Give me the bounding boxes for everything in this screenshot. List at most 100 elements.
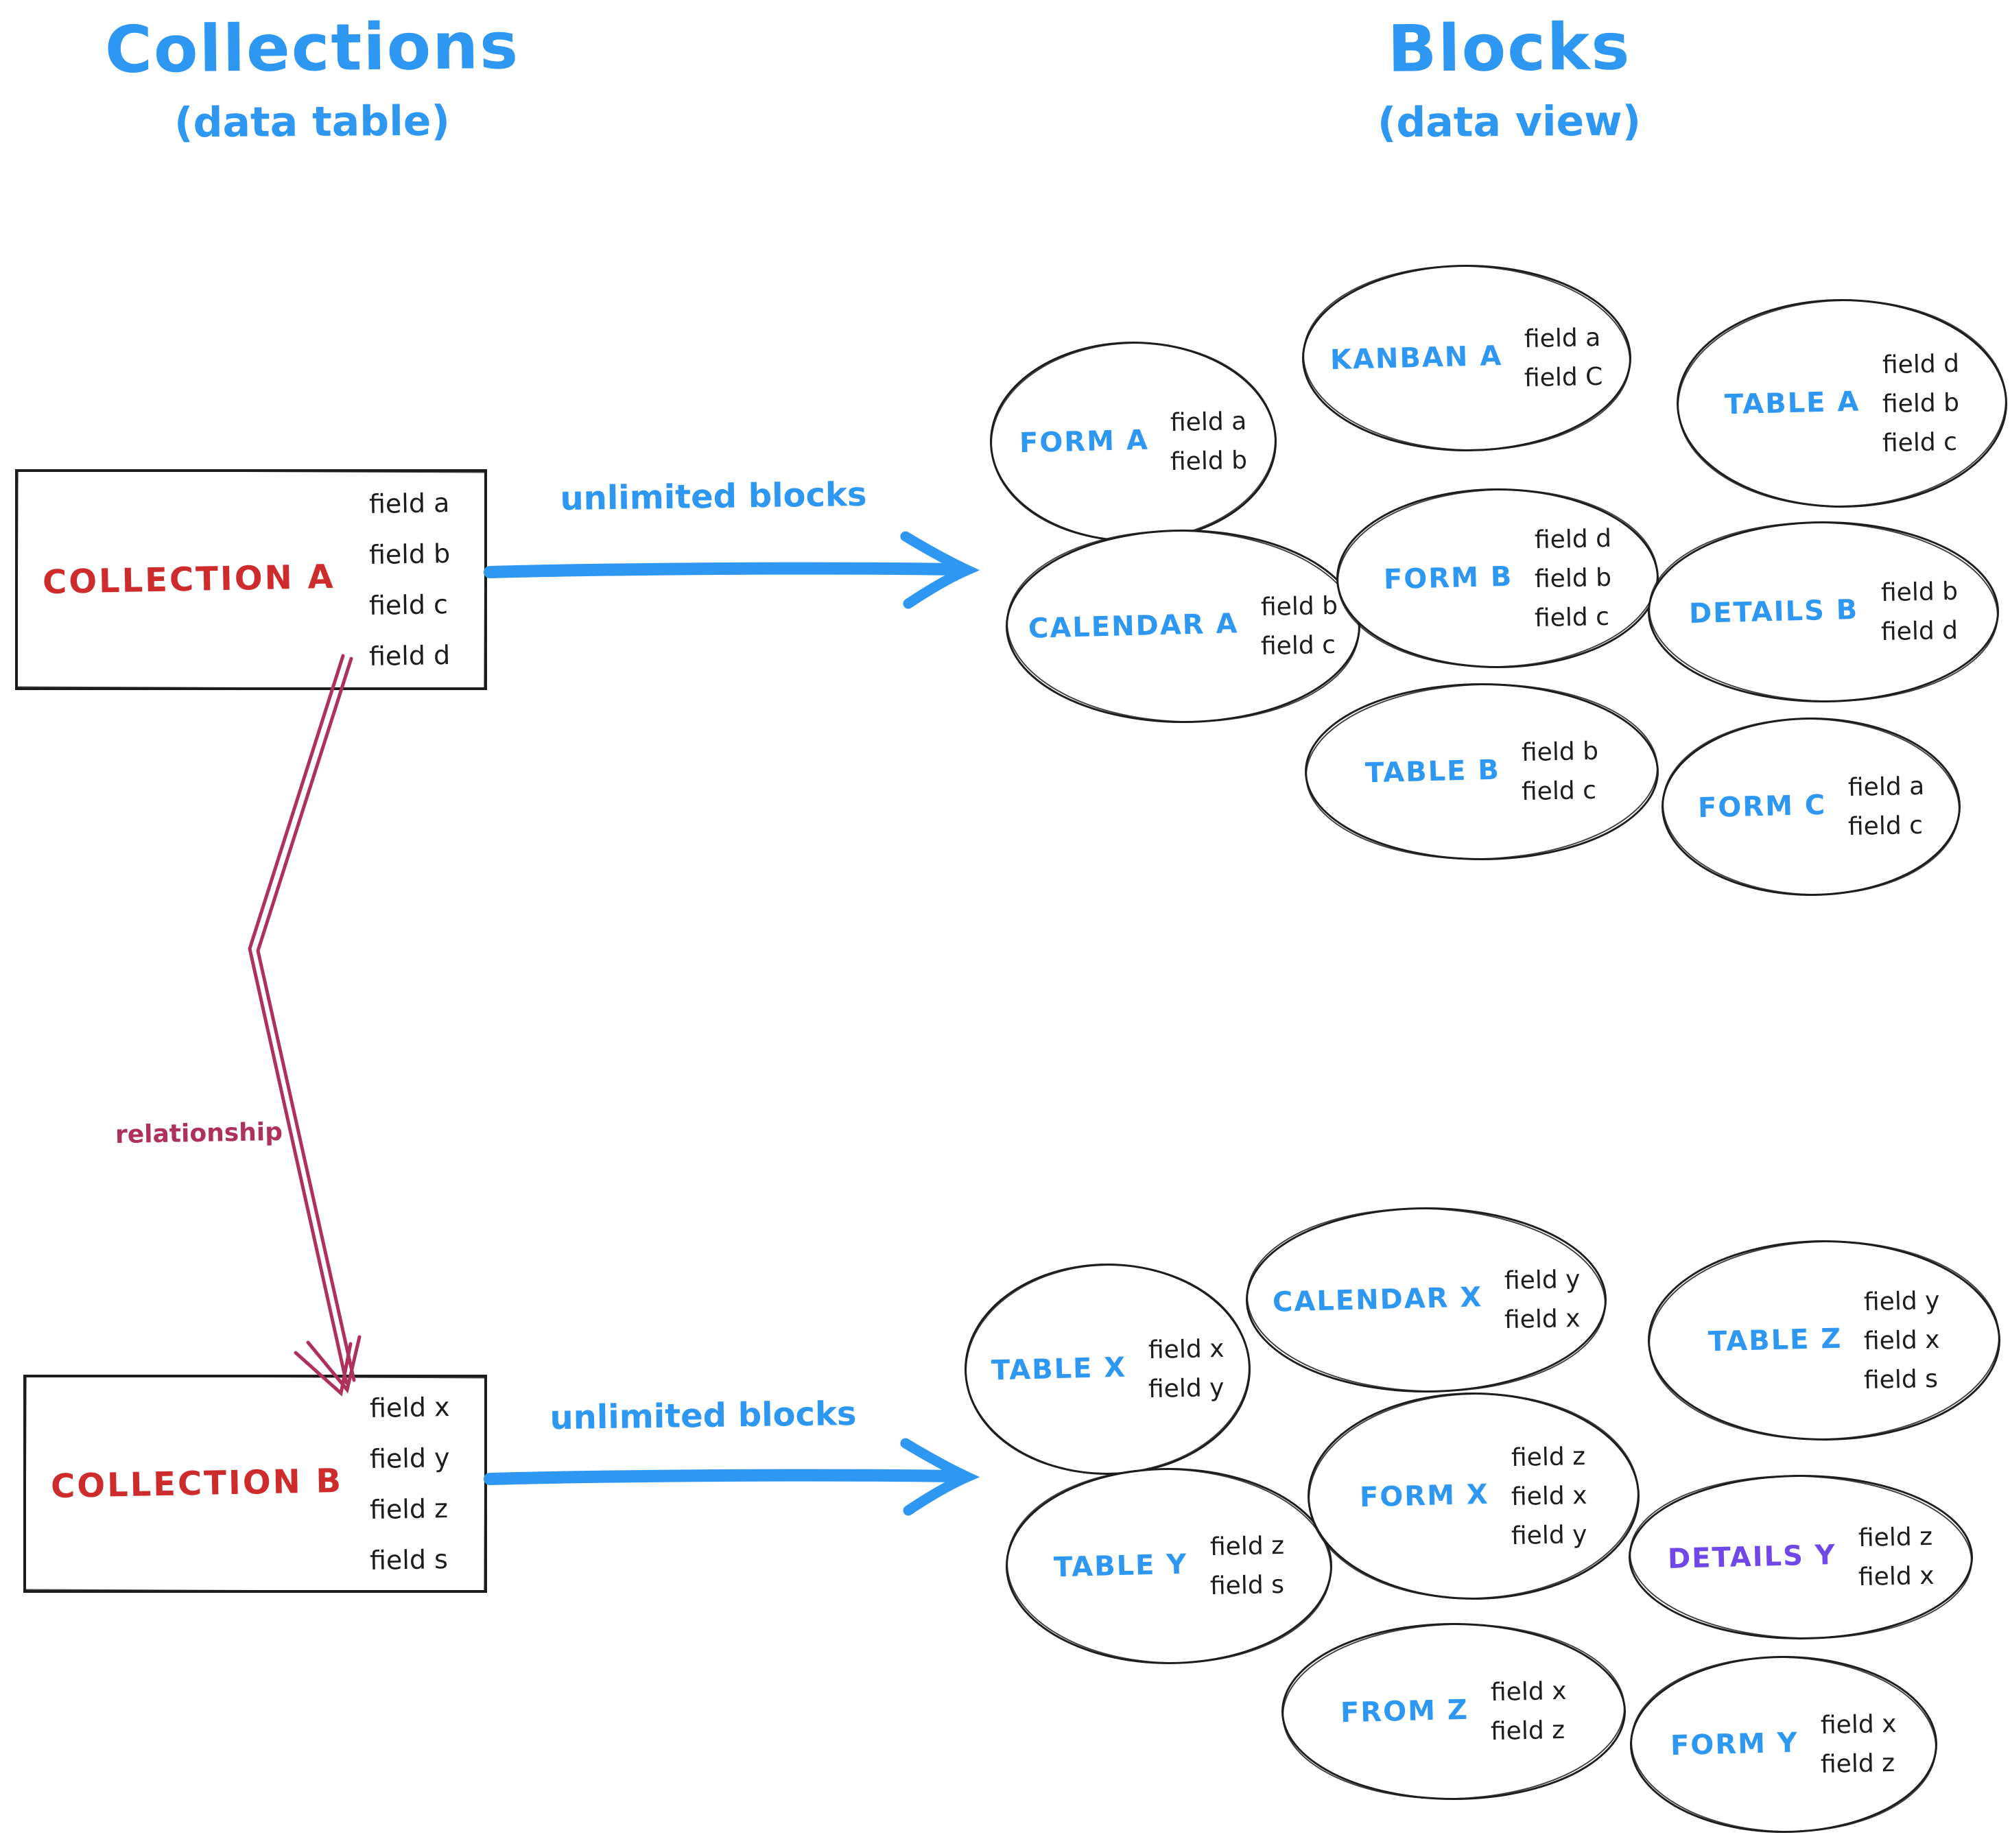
block-label: CALENDAR A <box>1028 608 1240 645</box>
block-calendar-x: CALENDAR X field y field x <box>1246 1207 1607 1393</box>
field-item: field z <box>1511 1442 1586 1472</box>
unlimited-blocks-arrow-bottom <box>484 1438 980 1516</box>
field-item: field x <box>1490 1677 1568 1707</box>
field-item: field x <box>370 1391 451 1424</box>
blocks-subtitle: (data view) <box>1377 97 1642 147</box>
block-label: FORM A <box>1019 424 1149 460</box>
field-item: field y <box>1511 1520 1587 1550</box>
block-label: TABLE B <box>1364 754 1500 790</box>
collection-a-fields: field a field b field c field d <box>368 487 451 672</box>
block-fields: field z field x <box>1858 1522 1935 1592</box>
block-table-y: TABLE Y field z field s <box>1006 1468 1332 1664</box>
block-fields: field b field c <box>1260 592 1338 661</box>
field-item: field y <box>1864 1286 1941 1316</box>
block-label: DETAILS B <box>1688 593 1860 630</box>
field-item: field s <box>370 1544 449 1576</box>
block-fields: field a field b <box>1170 407 1248 477</box>
collection-a-box: COLLECTION A field a field b field c fie… <box>15 469 487 690</box>
field-item: field c <box>1260 630 1336 661</box>
blocks-header: Blocks (data view) <box>1242 10 1777 147</box>
collection-b-box: COLLECTION B field x field y field z fie… <box>23 1375 487 1593</box>
field-item: field x <box>1864 1325 1941 1355</box>
block-label: DETAILS Y <box>1667 1539 1837 1575</box>
block-form-y: FORM Y field x field z <box>1630 1656 1937 1833</box>
collections-header: Collections (data table) <box>41 8 583 147</box>
block-fields: field z field s <box>1209 1531 1285 1600</box>
block-fields: field d field b field c <box>1882 349 1960 458</box>
block-fields: field a field C <box>1524 324 1603 392</box>
block-label: TABLE Z <box>1707 1323 1843 1358</box>
field-item: field b <box>1534 563 1612 593</box>
blocks-title: Blocks <box>1387 10 1631 87</box>
block-fields: field y field x field s <box>1864 1286 1941 1395</box>
collections-title: Collections <box>104 8 520 88</box>
block-details-y: DETAILS Y field z field x <box>1629 1475 1973 1639</box>
field-item: field x <box>1504 1304 1581 1335</box>
block-label: FORM Y <box>1670 1727 1799 1762</box>
block-fields: field b field c <box>1522 737 1599 807</box>
block-calendar-a: CALENDAR A field b field c <box>1006 530 1360 723</box>
field-item: field C <box>1524 362 1604 393</box>
block-kanban-a: KANBAN A field a field C <box>1302 265 1631 451</box>
block-label: KANBAN A <box>1329 340 1504 377</box>
block-fields: field b field d <box>1880 577 1959 647</box>
block-fields: field z field x field y <box>1511 1442 1587 1550</box>
field-item: field c <box>1522 776 1597 807</box>
relationship-arrow <box>248 654 362 1397</box>
collection-b-fields: field x field y field z field s <box>370 1391 451 1576</box>
block-details-b: DETAILS B field b field d <box>1648 521 1999 702</box>
block-label: FORM C <box>1697 789 1827 825</box>
field-item: field x <box>1820 1709 1897 1740</box>
block-fields: field a field c <box>1847 772 1925 842</box>
field-item: field c <box>368 589 449 621</box>
block-table-x: TABLE X field x field y <box>965 1264 1251 1475</box>
field-item: field c <box>1847 811 1924 842</box>
field-item: field y <box>370 1442 451 1475</box>
block-fields: field x field y <box>1148 1334 1225 1404</box>
field-item: field d <box>1882 349 1960 379</box>
field-item: field z <box>1209 1531 1285 1562</box>
field-item: field d <box>1880 616 1959 647</box>
block-form-a: FORM A field a field b <box>990 342 1277 542</box>
field-item: field s <box>1864 1364 1939 1395</box>
block-label: TABLE Y <box>1053 1548 1189 1584</box>
field-item: field z <box>370 1493 449 1526</box>
field-item: field y <box>1148 1373 1225 1404</box>
field-item: field a <box>1170 407 1248 438</box>
field-item: field x <box>1148 1334 1225 1365</box>
field-item: field a <box>368 487 450 520</box>
field-item: field b <box>1170 446 1248 477</box>
block-form-c: FORM C field a field c <box>1662 718 1961 896</box>
field-item: field c <box>1882 427 1958 458</box>
block-form-b: FORM B field d field b field c <box>1336 488 1659 668</box>
field-item: field b <box>1882 388 1960 418</box>
field-item: field c <box>1534 602 1610 632</box>
field-item: field z <box>1490 1716 1565 1746</box>
block-label: FORM B <box>1383 560 1513 596</box>
field-item: field b <box>368 538 451 571</box>
field-item: field y <box>1504 1265 1581 1296</box>
block-from-z: FROM Z field x field z <box>1281 1623 1626 1800</box>
block-label: TABLE A <box>1724 386 1861 421</box>
collection-b-name: COLLECTION B <box>50 1461 344 1506</box>
field-item: field z <box>1820 1749 1895 1779</box>
block-fields: field x field z <box>1490 1677 1568 1746</box>
block-label: TABLE X <box>991 1351 1127 1387</box>
field-item: field x <box>1858 1561 1935 1592</box>
field-item: field a <box>1524 323 1602 354</box>
collections-subtitle: (data table) <box>174 97 451 147</box>
field-item: field b <box>1880 577 1959 608</box>
field-item: field d <box>368 639 451 672</box>
field-item: field d <box>1534 524 1612 554</box>
field-item: field z <box>1858 1522 1933 1553</box>
unlimited-blocks-label-bottom: unlimited blocks <box>549 1394 857 1438</box>
block-fields: field d field b field c <box>1534 524 1612 632</box>
unlimited-blocks-label-top: unlimited blocks <box>560 475 867 519</box>
block-table-z: TABLE Z field y field x field s <box>1648 1240 2000 1441</box>
collection-a-name: COLLECTION A <box>42 557 336 602</box>
field-item: field b <box>1522 737 1599 768</box>
block-form-x: FORM X field z field x field y <box>1308 1393 1640 1600</box>
relationship-label: relationship <box>115 1117 283 1150</box>
unlimited-blocks-arrow-top <box>484 531 980 609</box>
